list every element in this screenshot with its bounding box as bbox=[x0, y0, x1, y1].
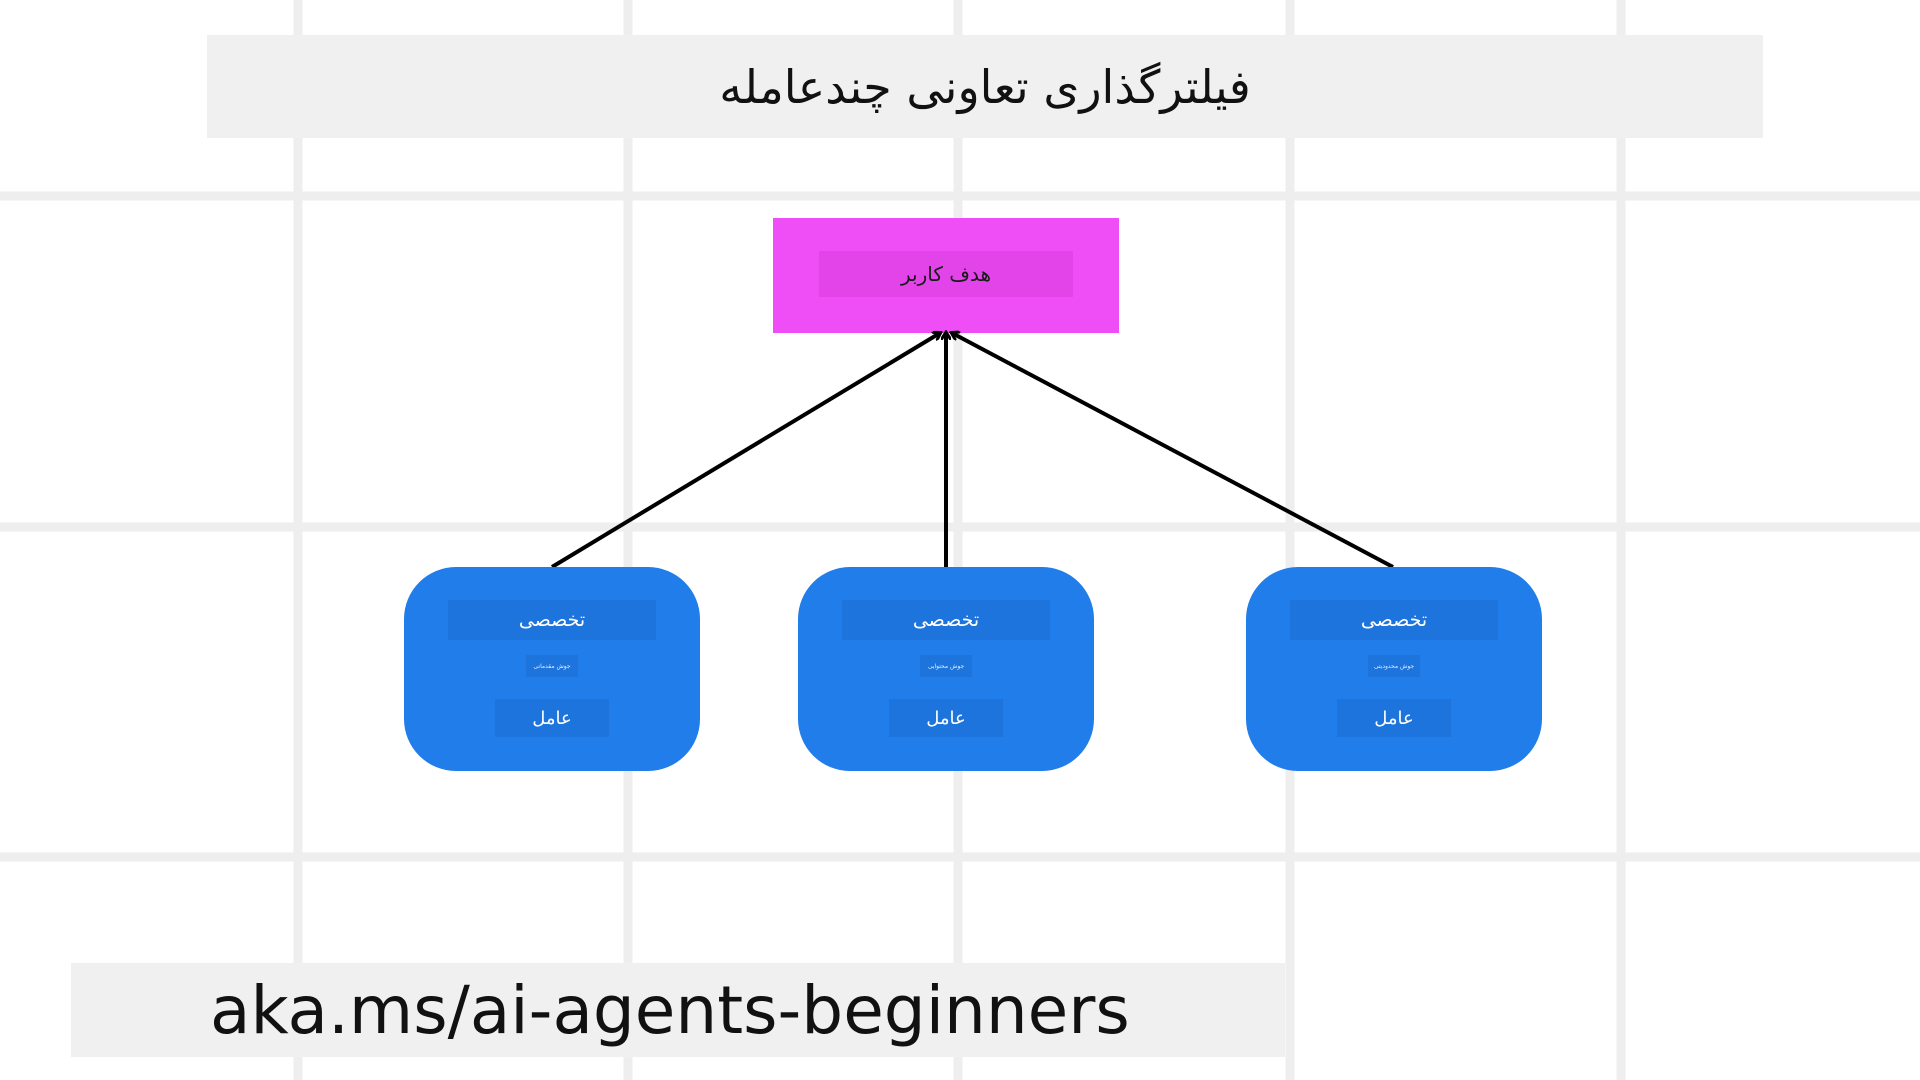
user-goal-label: هدف کاربر bbox=[819, 251, 1073, 297]
agent-role-label: عامل bbox=[495, 699, 609, 737]
footer-link[interactable]: aka.ms/ai-agents-beginners bbox=[210, 971, 1130, 1049]
agent-specialty-label: تخصصی bbox=[842, 600, 1050, 640]
footer-banner: aka.ms/ai-agents-beginners bbox=[71, 963, 1285, 1057]
agent-task-label: جوش محتوایی bbox=[920, 655, 972, 677]
agent-role-label: عامل bbox=[889, 699, 1003, 737]
agent-node-2: تخصصی جوش محتوایی عامل bbox=[798, 567, 1094, 771]
agent-task-label: جوش محدودیتی bbox=[1368, 655, 1420, 677]
title-banner: فیلترگذاری تعاونی چندعامله bbox=[207, 35, 1763, 138]
agent-specialty-label: تخصصی bbox=[448, 600, 656, 640]
user-goal-node: هدف کاربر bbox=[773, 218, 1119, 333]
diagram-title: فیلترگذاری تعاونی چندعامله bbox=[719, 59, 1251, 114]
agent-role-label: عامل bbox=[1337, 699, 1451, 737]
agent-task-label: جوش مقدماتی bbox=[526, 655, 578, 677]
agent-specialty-label: تخصصی bbox=[1290, 600, 1498, 640]
agent-node-3: تخصصی جوش محدودیتی عامل bbox=[1246, 567, 1542, 771]
agent-node-1: تخصصی جوش مقدماتی عامل bbox=[404, 567, 700, 771]
